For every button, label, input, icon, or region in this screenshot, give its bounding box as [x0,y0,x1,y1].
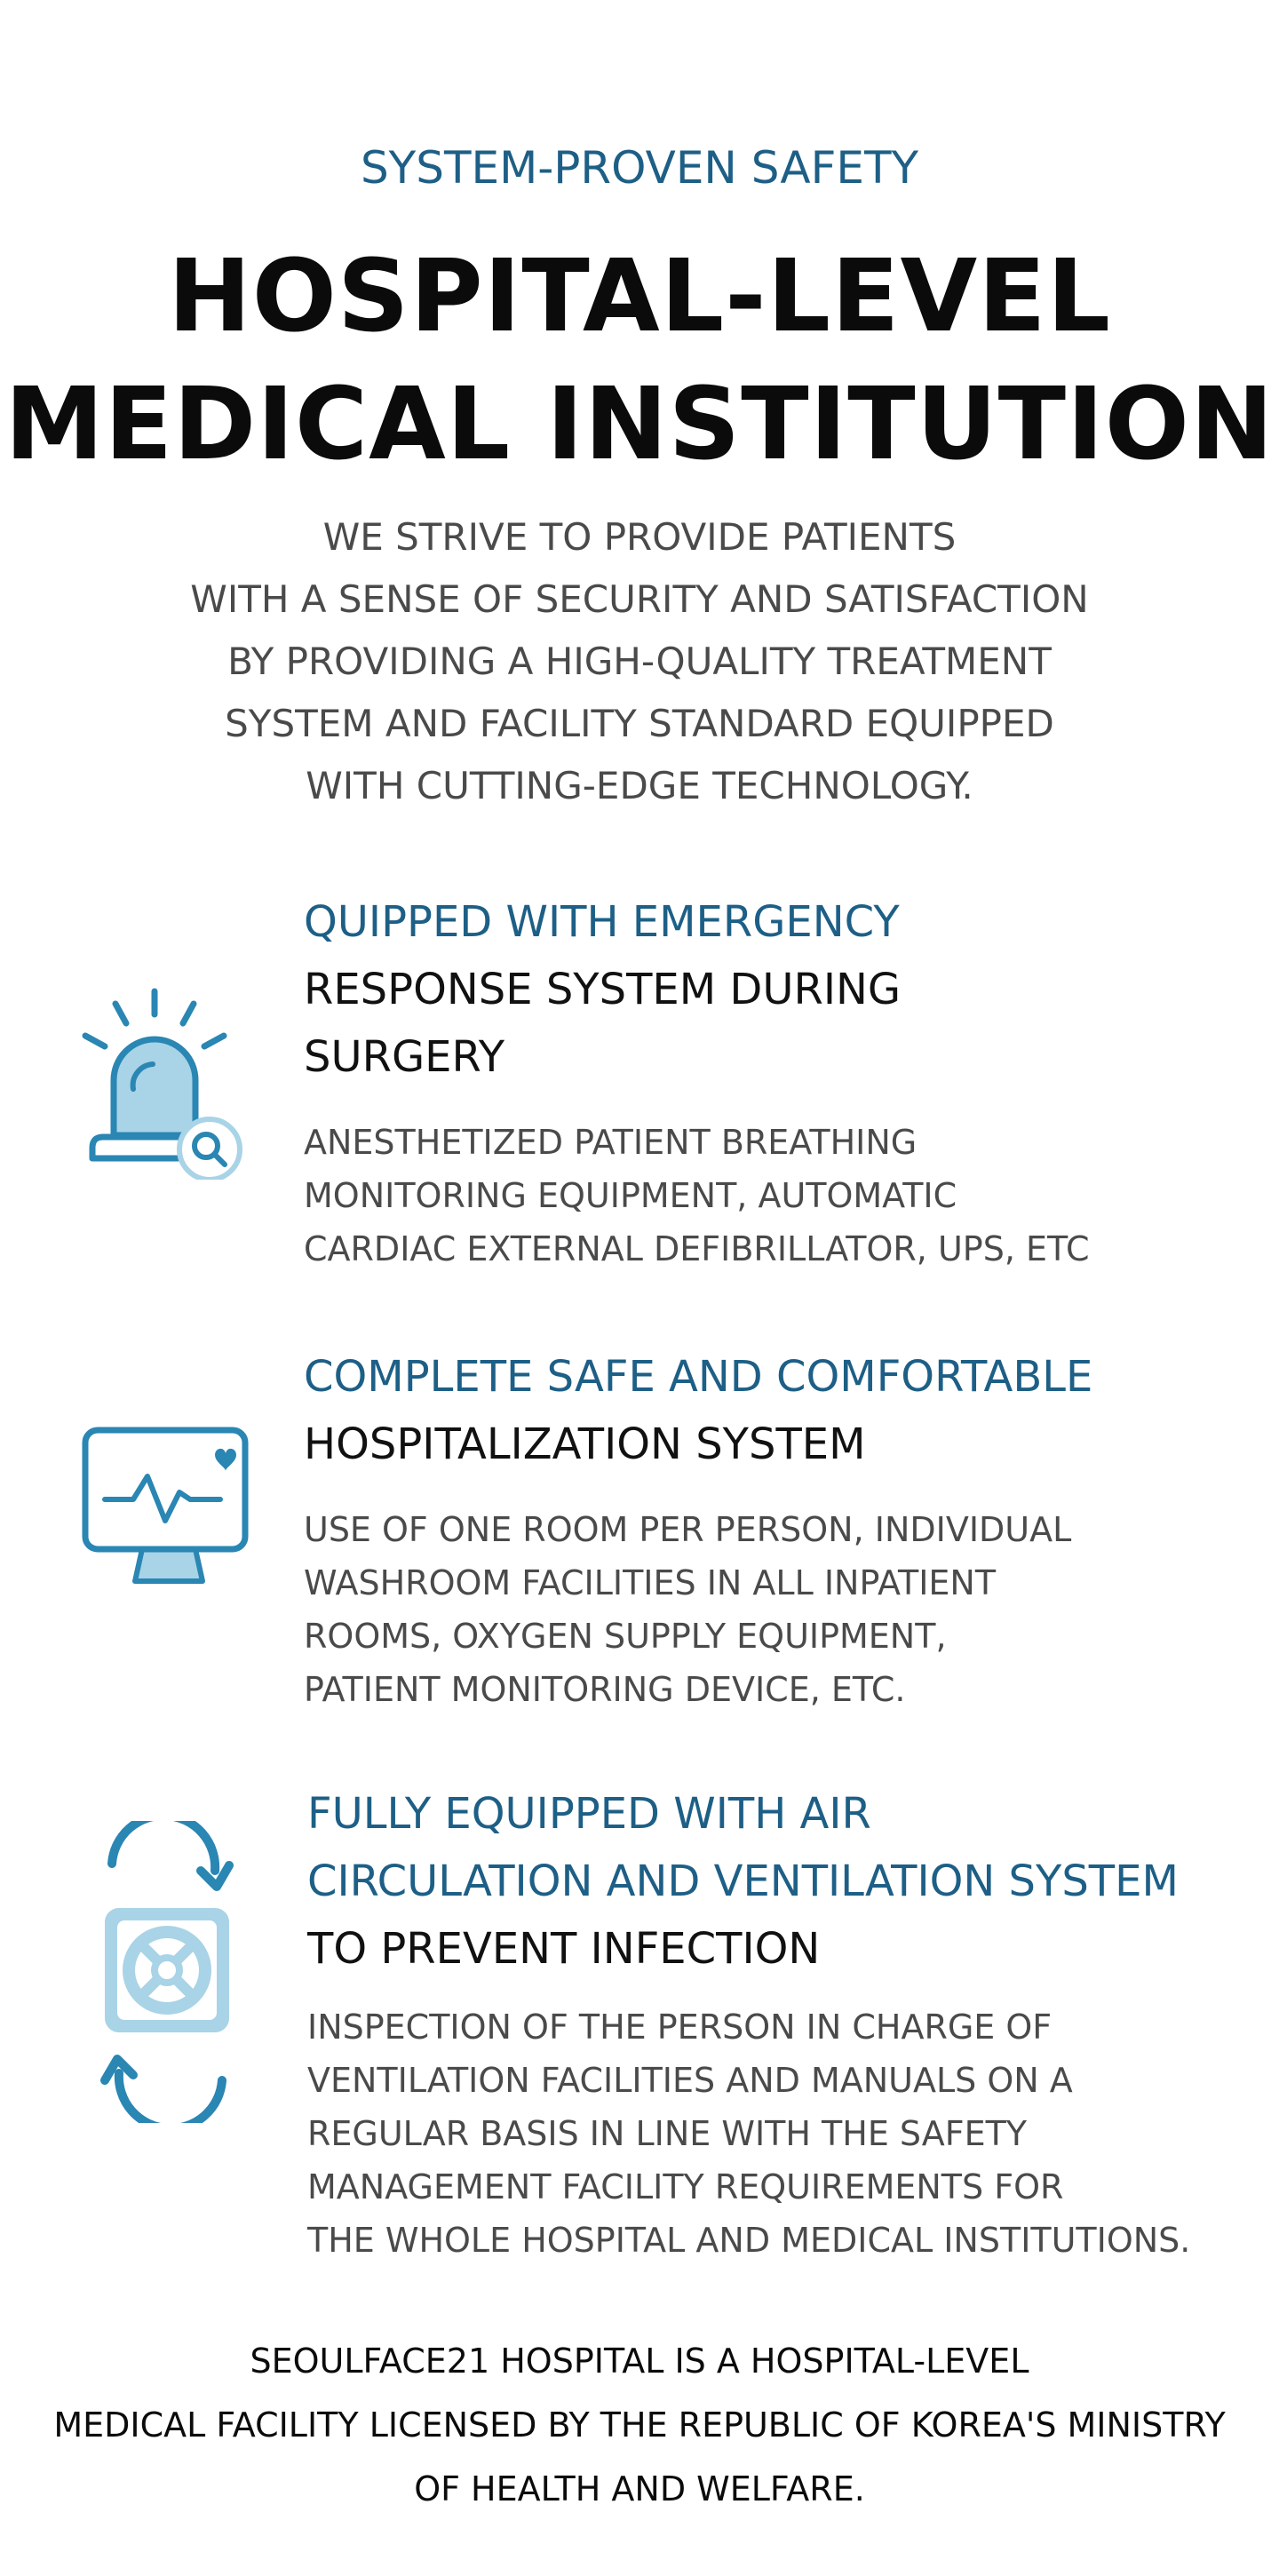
feature-description: USE OF ONE ROOM PER PERSON, INDIVIDUAL W… [304,1503,1263,1716]
description-line: THE WHOLE HOSPITAL AND MEDICAL INSTITUTI… [307,2221,1191,2260]
description-line: ROOMS, OXYGEN SUPPLY EQUIPMENT, [304,1617,947,1656]
description-line: INSPECTION OF THE PERSON IN CHARGE OF [307,2008,1053,2047]
emergency-siren-icon [78,984,256,1182]
feature-hospitalization: COMPLETE SAFE AND COMFORTABLE HOSPITALIZ… [0,1343,1279,1734]
title-line: HOSPITAL-LEVEL [167,239,1112,354]
feature-emergency-response: QUIPPED WITH EMERGENCY RESPONSE SYSTEM D… [0,888,1279,1297]
title-line: MEDICAL INSTITUTION [4,367,1275,482]
feature-heading: HOSPITALIZATION SYSTEM [304,1419,866,1469]
feature-heading-accent: QUIPPED WITH EMERGENCY [304,897,900,947]
feature-heading-accent: COMPLETE SAFE AND COMFORTABLE [304,1352,1093,1402]
feature-heading: TO PREVENT INFECTION [307,1924,821,1974]
footer-line: OF HEALTH AND WELFARE. [414,2469,865,2508]
feature-heading: SURGERY [304,1032,505,1082]
description-line: REGULAR BASIS IN LINE WITH THE SAFETY [307,2114,1028,2153]
feature-ventilation: FULLY EQUIPPED WITH AIR CIRCULATION AND … [0,1780,1279,2295]
description-line: MONITORING EQUIPMENT, AUTOMATIC [304,1176,957,1215]
feature-description: ANESTHETIZED PATIENT BREATHING MONITORIN… [304,1116,1263,1276]
description-line: USE OF ONE ROOM PER PERSON, INDIVIDUAL [304,1510,1072,1549]
description-line: WASHROOM FACILITIES IN ALL INPATIENT [304,1563,997,1602]
feature-text: FULLY EQUIPPED WITH AIR CIRCULATION AND … [307,1780,1267,2267]
description-line: MANAGEMENT FACILITY REQUIREMENTS FOR [307,2167,1064,2206]
ventilation-fan-icon [96,1810,238,2134]
eyebrow: SYSTEM-PROVEN SAFETY [360,142,919,194]
intro-paragraph: WE STRIVE TO PROVIDE PATIENTS WITH A SEN… [89,506,1190,817]
feature-text: COMPLETE SAFE AND COMFORTABLE HOSPITALIZ… [304,1343,1263,1716]
feature-text: QUIPPED WITH EMERGENCY RESPONSE SYSTEM D… [304,888,1263,1276]
footer-note: SEOULFACE21 HOSPITAL IS A HOSPITAL-LEVEL… [0,2329,1279,2521]
intro-line: WITH CUTTING-EDGE TECHNOLOGY. [306,764,973,807]
intro-line: SYSTEM AND FACILITY STANDARD EQUIPPED [225,702,1054,745]
intro-line: WE STRIVE TO PROVIDE PATIENTS [322,515,957,559]
description-line: PATIENT MONITORING DEVICE, ETC. [304,1670,906,1709]
footer-line: MEDICAL FACILITY LICENSED BY THE REPUBLI… [53,2405,1226,2445]
footer-line: SEOULFACE21 HOSPITAL IS A HOSPITAL-LEVEL [250,2341,1029,2381]
description-line: VENTILATION FACILITIES AND MANUALS ON A [307,2061,1073,2100]
feature-heading: RESPONSE SYSTEM DURING [304,965,902,1014]
intro-line: BY PROVIDING A HIGH-QUALITY TREATMENT [227,640,1052,683]
feature-heading-accent: FULLY EQUIPPED WITH AIR [307,1789,871,1839]
patient-monitor-icon [80,1425,258,1585]
intro-line: WITH A SENSE OF SECURITY AND SATISFACTIO… [190,577,1089,621]
description-line: CARDIAC EXTERNAL DEFIBRILLATOR, UPS, ETC [304,1229,1090,1268]
page-title: HOSPITAL-LEVEL MEDICAL INSTITUTION [0,233,1279,489]
description-line: ANESTHETIZED PATIENT BREATHING [304,1123,918,1162]
feature-heading-accent: CIRCULATION AND VENTILATION SYSTEM [307,1856,1179,1906]
feature-description: INSPECTION OF THE PERSON IN CHARGE OF VE… [307,2000,1267,2267]
